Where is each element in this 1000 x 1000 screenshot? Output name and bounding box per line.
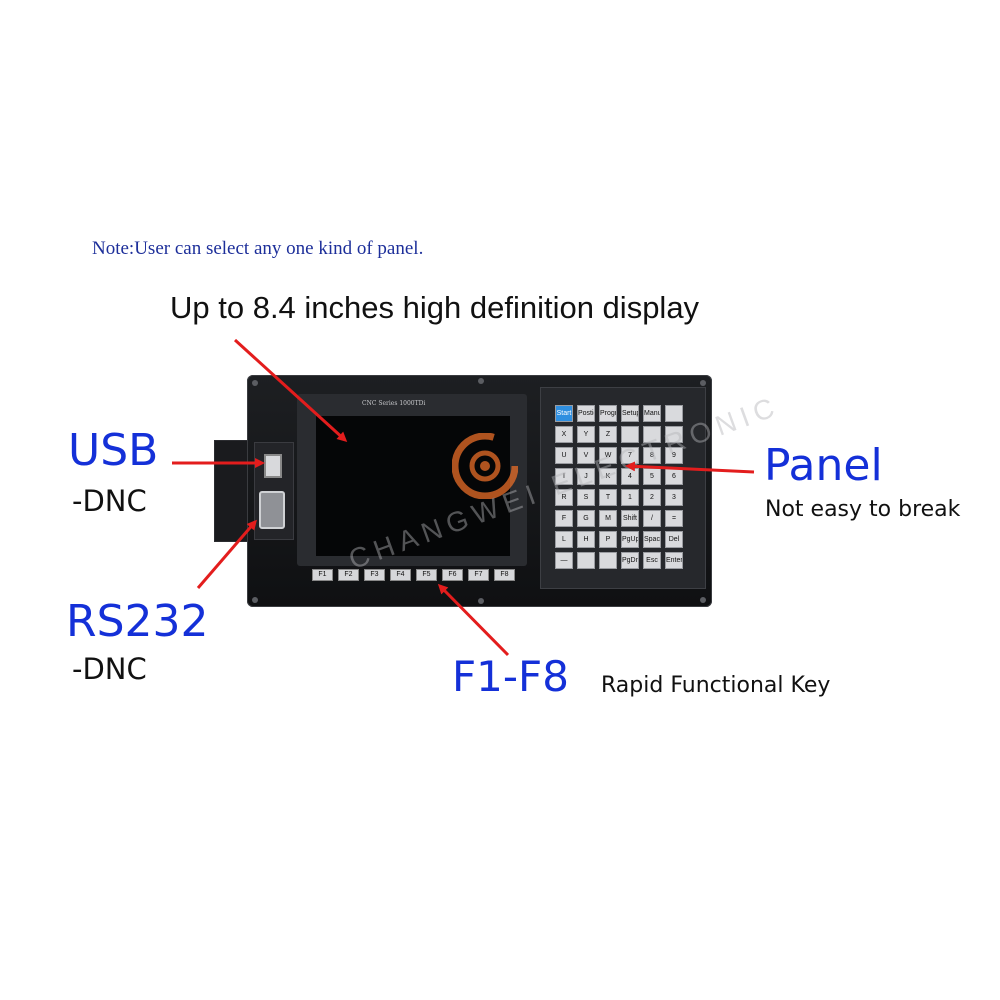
keypad-key[interactable]: —	[555, 552, 573, 569]
keypad-key[interactable]: Shift	[621, 510, 639, 527]
keypad-key[interactable]: L	[555, 531, 573, 548]
keypad-key[interactable]: F	[555, 510, 573, 527]
screw-icon	[252, 597, 258, 603]
usb-title: USB	[68, 425, 159, 476]
keypad-key[interactable]: Del	[665, 531, 683, 548]
watermark-logo-icon	[452, 433, 518, 499]
function-keys: F1 F2 F3 F4 F5 F6 F7 F8	[312, 569, 515, 581]
keypad-key[interactable]: W	[599, 447, 617, 464]
f8-key[interactable]: F8	[494, 569, 515, 581]
rs232-subtitle: -DNC	[72, 652, 147, 686]
keypad-key[interactable]: 2	[643, 489, 661, 506]
keypad-key[interactable]: Z	[599, 426, 617, 443]
keypad-key[interactable]: T	[599, 489, 617, 506]
keypad-key[interactable]: Y	[577, 426, 595, 443]
keypad-key[interactable]: 9	[665, 447, 683, 464]
keypad-key[interactable]	[665, 426, 683, 443]
keypad-key[interactable]: Space	[643, 531, 661, 548]
panel-title: Panel	[764, 440, 883, 491]
keypad-key[interactable]: Enter	[665, 552, 683, 569]
screw-icon	[700, 380, 706, 386]
f2-key[interactable]: F2	[338, 569, 359, 581]
keypad-key[interactable]: U	[555, 447, 573, 464]
f6-key[interactable]: F6	[442, 569, 463, 581]
keypad-key[interactable]: 1	[621, 489, 639, 506]
keypad-key[interactable]	[621, 426, 639, 443]
keypad-key[interactable]: Postion	[577, 405, 595, 422]
keypad-key[interactable]: 5	[643, 468, 661, 485]
keypad-key[interactable]: X	[555, 426, 573, 443]
screw-icon	[478, 378, 484, 384]
keypad-key[interactable]: I	[555, 468, 573, 485]
keypad-key[interactable]: P	[599, 531, 617, 548]
keypad-key[interactable]: /	[643, 510, 661, 527]
keypad-key[interactable]	[665, 405, 683, 422]
display-label: Up to 8.4 inches high definition display	[170, 290, 700, 325]
keypad-key[interactable]: S	[577, 489, 595, 506]
f7-key[interactable]: F7	[468, 569, 489, 581]
rs232-title: RS232	[66, 596, 209, 647]
usb-port[interactable]	[264, 454, 282, 478]
fkeys-subtitle: Rapid Functional Key	[601, 673, 831, 698]
keypad-key[interactable]: PgDn	[621, 552, 639, 569]
keypad-key[interactable]	[643, 426, 661, 443]
note-text: Note:User can select any one kind of pan…	[92, 238, 424, 259]
screw-icon	[478, 598, 484, 604]
keypad-key[interactable]: Start	[555, 405, 573, 422]
panel-subtitle: Not easy to break	[765, 497, 961, 522]
keypad-key[interactable]: PgUp	[621, 531, 639, 548]
keypad-key[interactable]: Manual	[643, 405, 661, 422]
keypad-key[interactable]	[599, 552, 617, 569]
f5-key[interactable]: F5	[416, 569, 437, 581]
keypad-key[interactable]: =	[665, 510, 683, 527]
screw-icon	[700, 597, 706, 603]
f3-key[interactable]: F3	[364, 569, 385, 581]
f4-key[interactable]: F4	[390, 569, 411, 581]
keypad-key[interactable]: 8	[643, 447, 661, 464]
keypad-key[interactable]: V	[577, 447, 595, 464]
keypad-key[interactable]	[577, 552, 595, 569]
keypad-key[interactable]: Setup	[621, 405, 639, 422]
f1-key[interactable]: F1	[312, 569, 333, 581]
keypad-key[interactable]: J	[577, 468, 595, 485]
screw-icon	[252, 380, 258, 386]
keypad-key[interactable]: 3	[665, 489, 683, 506]
usb-subtitle: -DNC	[72, 484, 147, 518]
keypad: StartPostionProgramSetupManualXYZUVW789I…	[555, 405, 683, 569]
keypad-key[interactable]: R	[555, 489, 573, 506]
keypad-key[interactable]: Program	[599, 405, 617, 422]
fkeys-title: F1-F8	[452, 652, 569, 701]
keypad-key[interactable]: M	[599, 510, 617, 527]
rs232-port[interactable]	[259, 491, 285, 529]
keypad-key[interactable]: 6	[665, 468, 683, 485]
brand-label: CNC Series 1000TDi	[362, 400, 426, 407]
keypad-key[interactable]: K	[599, 468, 617, 485]
keypad-key[interactable]: H	[577, 531, 595, 548]
keypad-key[interactable]: G	[577, 510, 595, 527]
keypad-key[interactable]: Esc	[643, 552, 661, 569]
